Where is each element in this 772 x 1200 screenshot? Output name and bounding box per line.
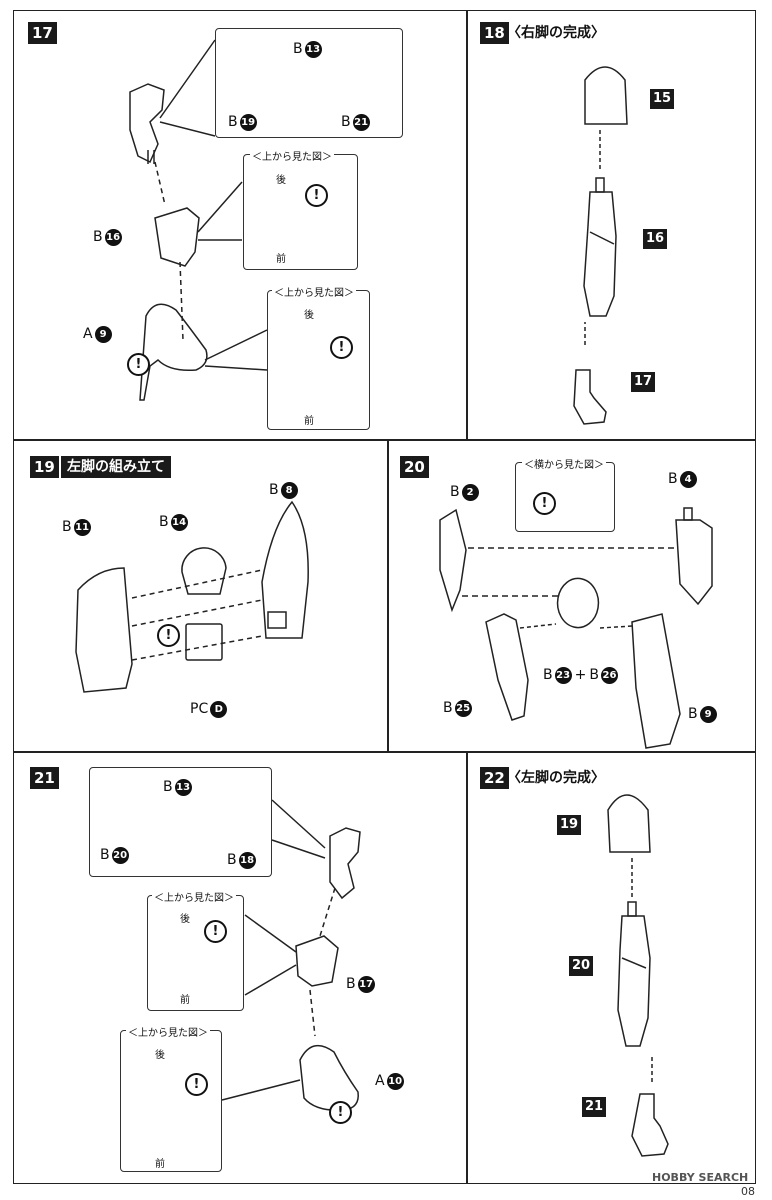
orient-front: 前 [155, 1159, 165, 1170]
step-22-number: 22 [480, 767, 509, 789]
orient-back: 後 [180, 914, 190, 925]
step21-top-view-callout-1 [147, 895, 244, 1011]
step-18-title: 〈右脚の完成〉 [507, 25, 605, 41]
warning-icon: ! [185, 1073, 208, 1096]
warning-icon: ! [330, 336, 353, 359]
orient-front: 前 [276, 254, 286, 265]
step22-art [607, 794, 669, 1157]
orient-back: 後 [276, 175, 286, 186]
step20-art [439, 479, 713, 749]
warning-icon: ! [157, 624, 180, 647]
step17-top-view-callout-2 [267, 290, 370, 430]
step19-art [75, 500, 309, 693]
warning-icon: ! [305, 184, 328, 207]
step20-side-view-callout [515, 462, 615, 532]
step-19-number: 19 [30, 456, 59, 478]
orient-front: 前 [304, 416, 314, 427]
divider-row1 [13, 439, 756, 441]
callout-title: ＜上から見た図＞ [126, 1024, 210, 1039]
page-number: 08 [741, 1185, 755, 1198]
step-22-title: 〈左脚の完成〉 [507, 770, 605, 786]
orient-back: 後 [155, 1050, 165, 1061]
divider-col-mid [387, 440, 389, 752]
tag-16: 16 [643, 229, 668, 249]
callout-title: ＜上から見た図＞ [272, 284, 356, 299]
divider-col-top [466, 10, 468, 440]
tag-20: 20 [569, 956, 594, 976]
warning-icon: ! [204, 920, 227, 943]
divider-row2 [13, 751, 756, 753]
warning-icon: ! [329, 1101, 352, 1124]
divider-col-bot [466, 752, 468, 1184]
tag-15: 15 [650, 89, 675, 109]
step-18-number: 18 [480, 22, 509, 44]
step-19-title: 左脚の組み立て [61, 456, 171, 478]
tag-21: 21 [582, 1097, 607, 1117]
instruction-sheet [13, 10, 756, 1184]
tag-17: 17 [631, 372, 656, 392]
step18-art [573, 66, 628, 425]
step-21-number: 21 [30, 767, 59, 789]
hobby-search-watermark: HOBBY SEARCH [652, 1171, 749, 1184]
step17-top-view-callout-1 [243, 154, 358, 270]
step-20-number: 20 [400, 456, 429, 478]
warning-icon: ! [533, 492, 556, 515]
orient-back: 後 [304, 310, 314, 321]
callout-title: ＜上から見た図＞ [250, 148, 334, 163]
step21-top-view-callout-2 [120, 1030, 222, 1172]
callout-title: ＜横から見た図＞ [522, 456, 606, 471]
step-17-number: 17 [28, 22, 57, 44]
orient-front: 前 [180, 995, 190, 1006]
warning-icon: ! [127, 353, 150, 376]
callout-title: ＜上から見た図＞ [152, 889, 236, 904]
tag-19: 19 [557, 815, 582, 835]
